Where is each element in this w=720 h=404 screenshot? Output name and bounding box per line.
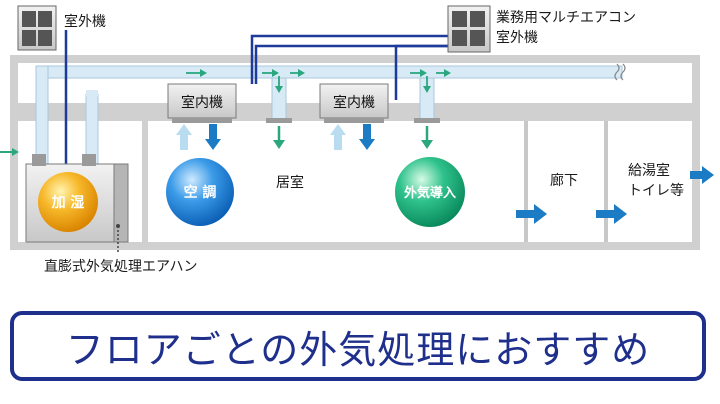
corridor-label: 廊下 bbox=[550, 173, 578, 189]
return-arrow-2 bbox=[330, 124, 346, 150]
supply-arrows bbox=[273, 126, 433, 149]
exhaust-arrows bbox=[516, 166, 714, 224]
indoor-unit-1-label: 室内機 bbox=[181, 94, 223, 111]
multi-ac-label-line2: 室外機 bbox=[496, 30, 538, 46]
supply-arrow-1 bbox=[205, 124, 221, 150]
banner-text: フロアごとの外気処理におすすめ bbox=[65, 327, 651, 372]
outdoor-unit-top-label: 室外機 bbox=[64, 14, 106, 30]
humidify-label: 加 湿 bbox=[51, 195, 85, 211]
living-room-label: 居室 bbox=[276, 175, 304, 191]
diffuser bbox=[414, 118, 440, 123]
outdoor-unit-top bbox=[17, 5, 57, 51]
indoor-unit-1 bbox=[167, 83, 237, 123]
outdoor-unit-multi bbox=[447, 5, 491, 53]
multi-ac-label-line1: 業務用マルチエアコン bbox=[496, 10, 636, 26]
banner: フロアごとの外気処理におすすめ bbox=[10, 311, 706, 381]
air-conditioning-label: 空 調 bbox=[184, 184, 217, 201]
fresh-air-label: 外気導入 bbox=[403, 185, 456, 201]
indoor-unit-2 bbox=[319, 83, 389, 123]
inlet-arrow bbox=[0, 148, 19, 156]
kitchen-label-line1: 給湯室 bbox=[628, 163, 670, 179]
air-conditioning-sphere bbox=[166, 158, 234, 226]
fresh-air-sphere bbox=[395, 157, 465, 227]
ahu-label: 直膨式外気処理エアハン bbox=[44, 259, 198, 275]
return-arrow-1 bbox=[176, 124, 192, 150]
indoor-unit-2-label: 室内機 bbox=[333, 94, 375, 111]
supply-arrow-2 bbox=[359, 124, 375, 150]
diffuser bbox=[266, 118, 292, 123]
kitchen-label-line2: トイレ等 bbox=[628, 183, 684, 199]
humidify-sphere bbox=[38, 172, 98, 232]
duct-flow-arrows bbox=[186, 69, 451, 93]
